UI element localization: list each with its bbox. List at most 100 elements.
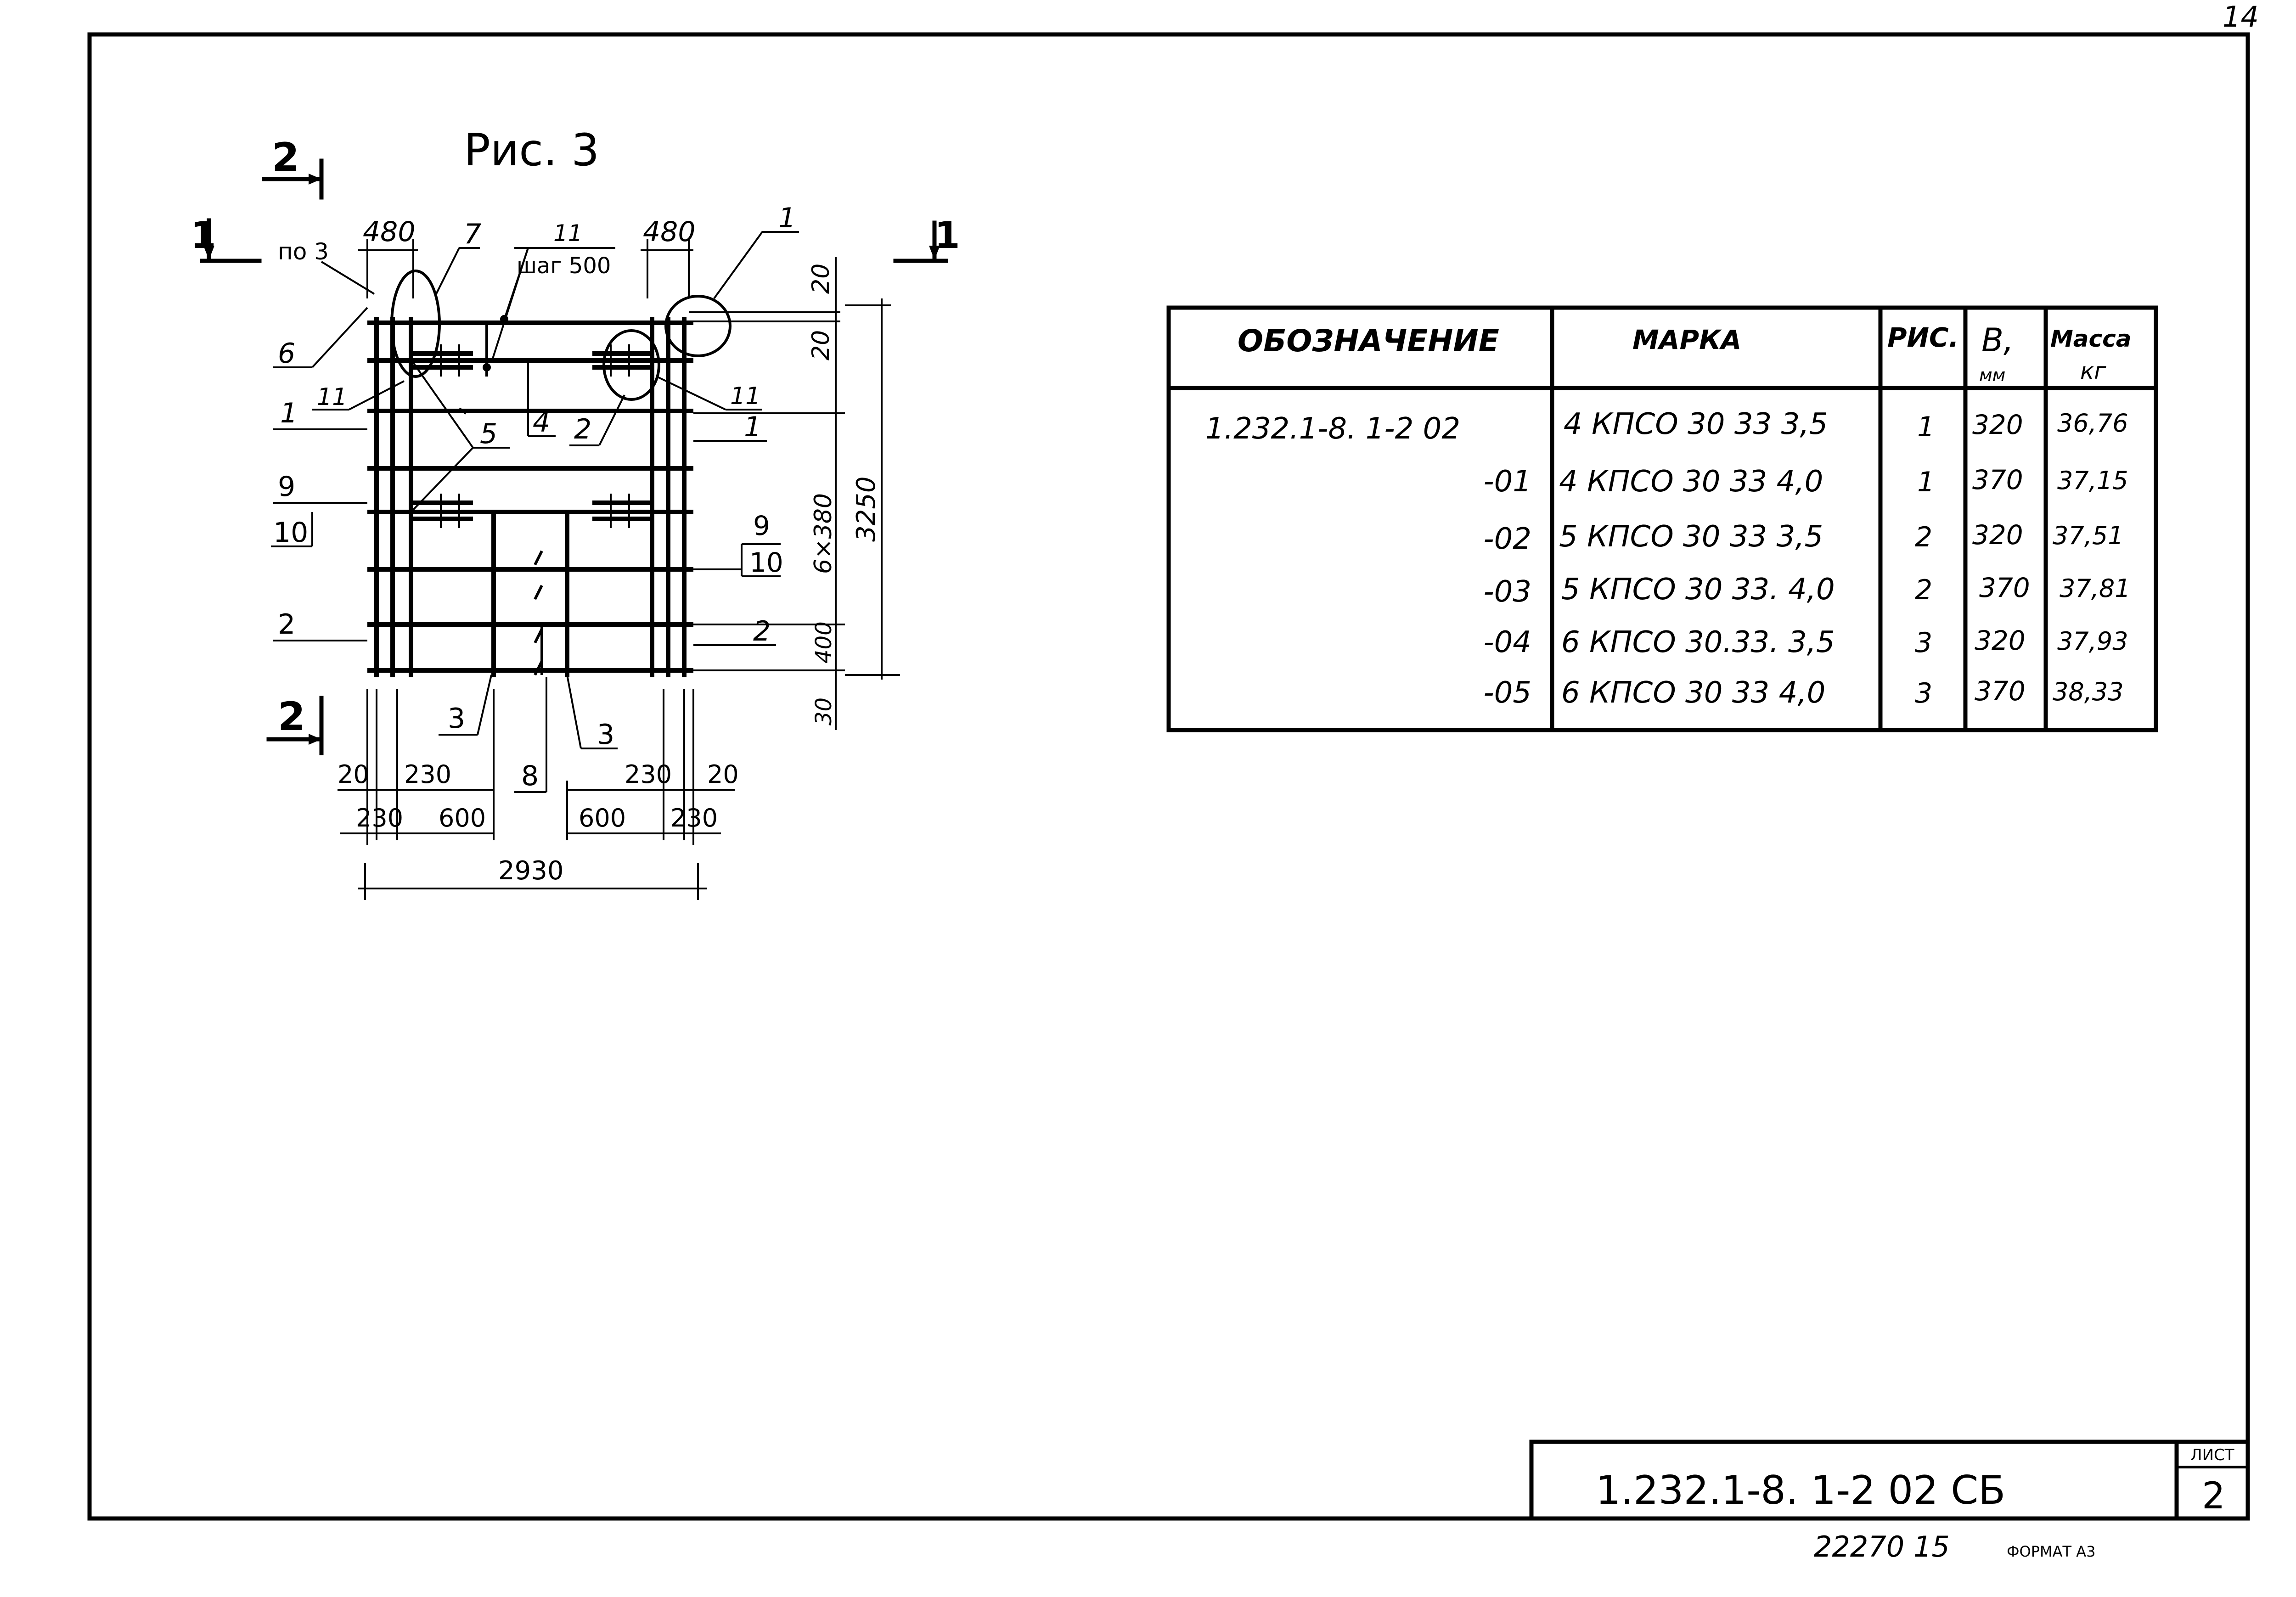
cage-horizontal-bars xyxy=(367,321,693,673)
detail-callout-7 xyxy=(390,270,441,378)
svg-text:10: 10 xyxy=(749,547,783,578)
svg-text:480: 480 xyxy=(363,216,416,248)
svg-text:5 КПСО 30 33 3,5: 5 КПСО 30 33 3,5 xyxy=(1559,520,1823,554)
right-labels: 2 4 11 1 9 10 2 xyxy=(527,363,783,647)
sheet-number: 2 xyxy=(2202,1474,2225,1517)
svg-text:20: 20 xyxy=(707,760,739,789)
svg-text:38,33: 38,33 xyxy=(2053,677,2124,706)
svg-text:-05: -05 xyxy=(1483,676,1531,710)
svg-text:-04: -04 xyxy=(1483,625,1531,659)
table-row: -03 5 КПСО 30 33. 4,0 2 370 37,81 xyxy=(1483,572,2130,609)
svg-text:2: 2 xyxy=(272,135,299,180)
left-labels: 6 11 1 5 9 10 2 xyxy=(271,307,510,641)
svg-text:11: 11 xyxy=(553,220,583,247)
svg-text:4 КПСО 30 33 3,5: 4 КПСО 30 33 3,5 xyxy=(1564,407,1828,441)
svg-text:600: 600 xyxy=(439,804,486,832)
svg-text:1: 1 xyxy=(1917,411,1935,443)
sheet-format: ФОРМАТ А3 xyxy=(2007,1543,2096,1560)
section-mark-1-left: 1 xyxy=(191,214,262,263)
header-b: В, xyxy=(1981,321,2014,359)
svg-text:3: 3 xyxy=(597,719,614,751)
svg-text:20: 20 xyxy=(338,760,369,789)
header-mass-unit: кг xyxy=(2080,358,2106,384)
svg-text:-01: -01 xyxy=(1483,465,1531,499)
table-header-row: ОБОЗНАЧЕНИЕ МАРКА РИС. В, мм Масса кг xyxy=(1238,321,2132,385)
header-b-unit: мм xyxy=(1979,365,2005,385)
svg-text:37,81: 37,81 xyxy=(2060,574,2131,603)
svg-text:-02: -02 xyxy=(1483,522,1531,556)
svg-text:230: 230 xyxy=(356,804,403,832)
svg-text:шаг 500: шаг 500 xyxy=(517,253,611,279)
table-row: -02 5 КПСО 30 33 3,5 2 320 37,51 xyxy=(1483,519,2123,556)
svg-text:37,51: 37,51 xyxy=(2053,521,2124,550)
svg-text:30: 30 xyxy=(811,697,837,725)
archive-numbers: 22270 15 xyxy=(1814,1530,1950,1563)
specification-table: ОБОЗНАЧЕНИЕ МАРКА РИС. В, мм Масса кг 1.… xyxy=(1166,305,2158,732)
svg-text:3: 3 xyxy=(448,703,465,735)
svg-text:2: 2 xyxy=(753,615,771,647)
header-mass: Масса xyxy=(2050,326,2132,352)
svg-text:11: 11 xyxy=(730,382,760,410)
figure-title: Рис. 3 xyxy=(464,124,599,176)
svg-text:по 3: по 3 xyxy=(278,238,329,265)
sheet-frame xyxy=(87,32,2250,1521)
svg-text:600: 600 xyxy=(579,804,626,832)
svg-text:2: 2 xyxy=(278,694,305,740)
corner-page-number: 14 xyxy=(2223,0,2259,34)
section-mark-2-top: 2 xyxy=(262,135,324,200)
svg-text:7: 7 xyxy=(464,218,481,250)
svg-text:20: 20 xyxy=(807,330,835,360)
table-row: 1.232.1-8. 1-2 02 4 КПСО 30 33 3,5 1 320… xyxy=(1205,407,2128,446)
svg-text:5 КПСО 30 33. 4,0: 5 КПСО 30 33. 4,0 xyxy=(1561,573,1835,607)
svg-text:400: 400 xyxy=(811,621,837,664)
title-block: 1.232.1-8. 1-2 02 СБ ЛИСТ 2 xyxy=(1529,1440,2250,1521)
sheet-label: ЛИСТ xyxy=(2190,1446,2234,1464)
document-code: 1.232.1-8. 1-2 02 СБ xyxy=(1596,1468,2005,1513)
svg-text:230: 230 xyxy=(625,760,672,789)
svg-text:20: 20 xyxy=(807,264,835,294)
svg-text:9: 9 xyxy=(278,471,295,503)
svg-text:9: 9 xyxy=(753,510,770,541)
section-mark-1-right: 1 xyxy=(893,214,960,263)
svg-text:480: 480 xyxy=(643,216,696,248)
table-row: -01 4 КПСО 30 33 4,0 1 370 37,15 xyxy=(1483,464,2128,499)
svg-text:320: 320 xyxy=(1972,519,2023,551)
svg-text:11: 11 xyxy=(317,383,347,411)
header-designation: ОБОЗНАЧЕНИЕ xyxy=(1238,323,1499,359)
svg-text:2930: 2930 xyxy=(498,856,564,886)
svg-text:2: 2 xyxy=(574,413,591,445)
detail-callout-2 xyxy=(602,329,660,401)
bottom-dimensions: 20 230 230 600 600 230 230 20 2930 xyxy=(338,689,739,900)
right-dimensions: 20 20 6×380 400 30 3250 xyxy=(689,257,900,730)
table-row: -04 6 КПСО 30.33. 3,5 3 320 37,93 xyxy=(1483,625,2128,659)
svg-text:4: 4 xyxy=(533,406,550,439)
svg-text:370: 370 xyxy=(1979,572,2030,603)
svg-text:6 КПСО 30.33. 3,5: 6 КПСО 30.33. 3,5 xyxy=(1561,625,1835,659)
reinforcement-cage-drawing: Рис. 3 2 2 1 1 xyxy=(191,124,960,900)
top-labels: по 3 7 11 шаг 500 1 xyxy=(278,202,799,363)
svg-text:37,15: 37,15 xyxy=(2057,466,2128,495)
svg-text:10: 10 xyxy=(273,517,308,549)
svg-text:6: 6 xyxy=(278,337,295,370)
svg-text:320: 320 xyxy=(1975,625,2026,656)
section-mark-2-bottom: 2 xyxy=(266,694,324,755)
svg-text:370: 370 xyxy=(1975,675,2026,707)
header-mark: МАРКА xyxy=(1632,324,1741,355)
svg-text:370: 370 xyxy=(1972,464,2023,495)
svg-text:-03: -03 xyxy=(1483,575,1531,609)
cage-cross-bars xyxy=(413,344,650,676)
header-fig: РИС. xyxy=(1887,322,1959,353)
svg-text:3: 3 xyxy=(1915,627,1932,659)
svg-text:6 КПСО 30 33 4,0: 6 КПСО 30 33 4,0 xyxy=(1561,676,1825,710)
svg-text:1: 1 xyxy=(778,202,796,234)
svg-text:37,93: 37,93 xyxy=(2057,627,2128,656)
svg-text:8: 8 xyxy=(521,760,539,792)
svg-text:320: 320 xyxy=(1972,409,2023,440)
svg-text:1.232.1-8. 1-2 02: 1.232.1-8. 1-2 02 xyxy=(1205,412,1460,446)
svg-text:2: 2 xyxy=(1915,521,1932,553)
svg-text:230: 230 xyxy=(670,804,718,832)
svg-text:4 КПСО 30 33 4,0: 4 КПСО 30 33 4,0 xyxy=(1559,465,1823,499)
detail-callout-1 xyxy=(664,295,732,357)
table-row: -05 6 КПСО 30 33 4,0 3 370 38,33 xyxy=(1483,675,2123,710)
